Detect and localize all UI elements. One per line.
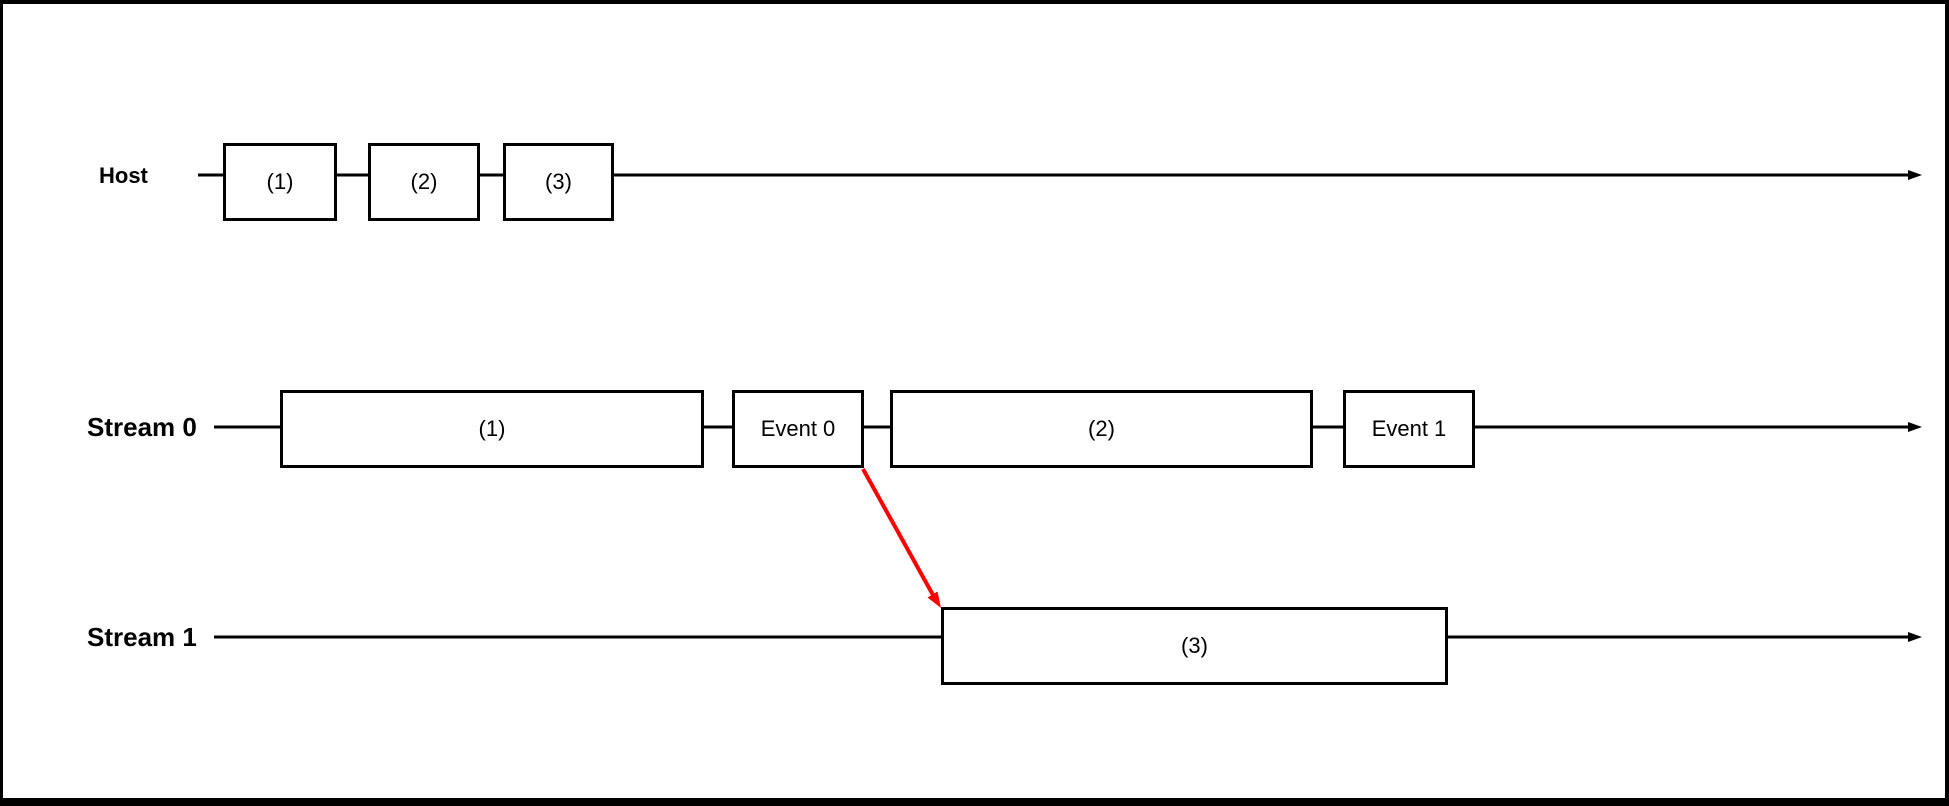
dependency-arrow-line	[861, 468, 935, 596]
dependency-arrowhead-icon	[927, 591, 941, 608]
stream1-kernel-3-box: (3)	[941, 607, 1448, 685]
host-task-1-box: (1)	[223, 143, 337, 221]
stream0-event-0-box: Event 0	[732, 390, 864, 468]
stream0-kernel-2-box: (2)	[890, 390, 1313, 468]
row-label-stream-1: Stream 1	[87, 622, 197, 652]
host-task-2-label: (2)	[410, 169, 438, 194]
stream0-event-1-box: Event 1	[1343, 390, 1475, 468]
stream0-event-1-label: Event 1	[1371, 416, 1447, 441]
row-label-stream-0: Stream 0	[87, 412, 197, 442]
stream0-timeline-arrowhead-icon	[1908, 422, 1922, 432]
stream1-timeline-arrowhead-icon	[1908, 632, 1922, 642]
host-task-1-label: (1)	[266, 169, 294, 194]
stream0-event-0-label: Event 0	[760, 416, 836, 441]
host-task-3-label: (3)	[545, 169, 572, 194]
stream0-kernel-1-box: (1)	[280, 390, 704, 468]
stream0-kernel-1-label: (1)	[478, 416, 506, 441]
stream1-kernel-3-label: (3)	[1181, 633, 1208, 658]
host-task-2-box: (2)	[368, 143, 480, 221]
stream0-kernel-2-label: (2)	[1088, 416, 1115, 441]
row-label-host: Host	[99, 163, 148, 188]
host-task-3-box: (3)	[503, 143, 614, 221]
host-timeline-arrowhead-icon	[1908, 170, 1922, 180]
